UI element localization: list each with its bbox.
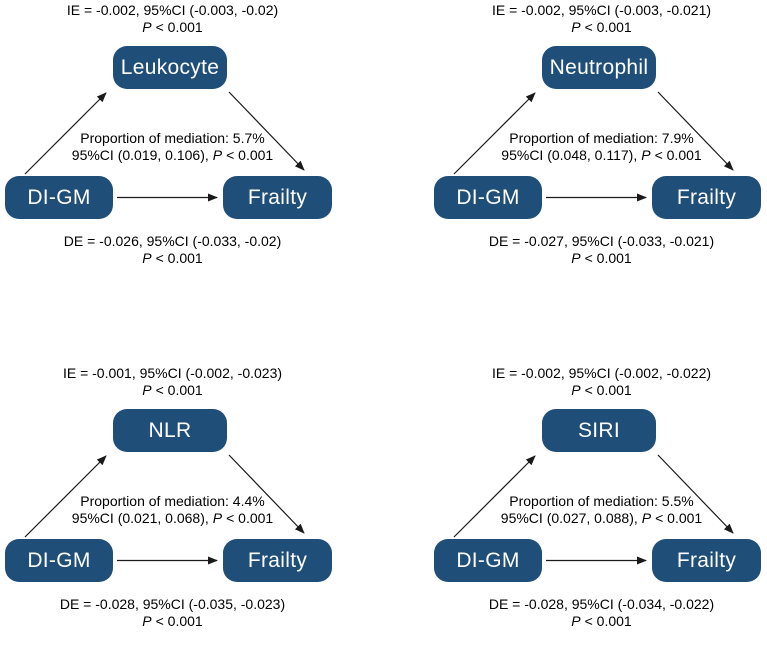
mediator-node: Leukocyte (113, 46, 227, 89)
direct-effect-label: DE = -0.028, 95%CI (-0.035, -0.023) P< 0… (5, 596, 340, 630)
ie-estimate-text: IE = -0.002, 95%CI (-0.003, -0.02) (66, 2, 279, 18)
mediator-node: NLR (113, 409, 227, 452)
mediation-figure: { "labels": { "p_symbol": "P" }, "colors… (0, 0, 767, 629)
p-symbol: P (142, 19, 152, 35)
p-symbol: P (142, 613, 152, 629)
outcome-label: Frailty (676, 548, 737, 572)
proportion-of-mediation-label: Proportion of mediation: 4.4% 95%CI (0.0… (5, 493, 340, 527)
de-p-value: < 0.001 (155, 613, 203, 629)
proportion-text: Proportion of mediation: 4.4% (80, 493, 265, 509)
p-symbol: P (142, 250, 152, 266)
indirect-effect-label: IE = -0.002, 95%CI (-0.003, -0.021) P< 0… (434, 2, 767, 36)
indirect-effect-label: IE = -0.002, 95%CI (-0.003, -0.02) P< 0.… (5, 2, 340, 36)
proportion-ci-text: 95%CI (0.019, 0.106), (71, 147, 209, 163)
de-p-value: < 0.001 (584, 250, 632, 266)
arrow-mediator-to-outcome (657, 91, 734, 171)
proportion-p-value: < 0.001 (655, 510, 703, 526)
direct-effect-label: DE = -0.028, 95%CI (-0.034, -0.022) P< 0… (434, 596, 767, 630)
path-diagram: IE = -0.002, 95%CI (-0.003, -0.02) P< 0.… (5, 0, 340, 285)
outcome-node: Frailty (223, 176, 332, 219)
p-symbol: P (571, 250, 581, 266)
mediation-panel-siri: IE = -0.002, 95%CI (-0.002, -0.022) P< 0… (384, 363, 767, 653)
arrow-exposure-to-mediator (453, 92, 536, 175)
mediator-label: Neutrophil (549, 55, 649, 79)
exposure-label: DI-GM (27, 548, 91, 572)
ie-p-value: < 0.001 (584, 19, 632, 35)
path-arrows (24, 91, 305, 202)
arrow-mediator-to-outcome (228, 454, 305, 534)
proportion-text: Proportion of mediation: 7.9% (509, 130, 694, 146)
mediation-panel-leukocyte: IE = -0.002, 95%CI (-0.003, -0.02) P< 0.… (0, 0, 383, 290)
path-arrows (453, 454, 734, 565)
exposure-node: DI-GM (434, 176, 542, 219)
path-arrows (24, 454, 305, 565)
arrow-exposure-to-mediator (24, 92, 107, 175)
proportion-of-mediation-label: Proportion of mediation: 7.9% 95%CI (0.0… (434, 130, 767, 164)
path-diagram: IE = -0.002, 95%CI (-0.002, -0.022) P< 0… (434, 363, 767, 648)
p-symbol: P (212, 147, 223, 163)
de-estimate-text: DE = -0.028, 95%CI (-0.035, -0.023) (59, 596, 286, 612)
p-symbol: P (212, 510, 223, 526)
indirect-effect-label: IE = -0.002, 95%CI (-0.002, -0.022) P< 0… (434, 365, 767, 399)
outcome-label: Frailty (676, 185, 737, 209)
exposure-label: DI-GM (456, 548, 520, 572)
mediator-node: SIRI (542, 409, 656, 452)
p-symbol: P (641, 510, 652, 526)
exposure-label: DI-GM (456, 185, 520, 209)
exposure-label: DI-GM (27, 185, 91, 209)
path-diagram: IE = -0.001, 95%CI (-0.002, -0.023) P< 0… (5, 363, 340, 648)
proportion-text: Proportion of mediation: 5.7% (80, 130, 265, 146)
proportion-of-mediation-label: Proportion of mediation: 5.7% 95%CI (0.0… (5, 130, 340, 164)
indirect-effect-label: IE = -0.001, 95%CI (-0.002, -0.023) P< 0… (5, 365, 340, 399)
outcome-node: Frailty (652, 176, 761, 219)
proportion-text: Proportion of mediation: 5.5% (509, 493, 694, 509)
proportion-ci-text: 95%CI (0.027, 0.088), (500, 510, 638, 526)
de-estimate-text: DE = -0.027, 95%CI (-0.033, -0.021) (488, 233, 715, 249)
mediator-node: Neutrophil (542, 46, 656, 89)
p-symbol: P (571, 382, 581, 398)
mediator-label: Leukocyte (120, 55, 220, 79)
outcome-node: Frailty (652, 539, 761, 582)
de-p-value: < 0.001 (584, 613, 632, 629)
mediator-label: SIRI (577, 418, 621, 442)
path-arrows (453, 91, 734, 202)
proportion-p-value: < 0.001 (654, 147, 702, 163)
ie-estimate-text: IE = -0.002, 95%CI (-0.003, -0.021) (491, 2, 712, 18)
ie-p-value: < 0.001 (155, 382, 203, 398)
ie-estimate-text: IE = -0.002, 95%CI (-0.002, -0.022) (491, 365, 712, 381)
arrow-mediator-to-outcome (657, 454, 734, 534)
exposure-node: DI-GM (5, 176, 113, 219)
direct-effect-label: DE = -0.026, 95%CI (-0.033, -0.02) P< 0.… (5, 233, 340, 267)
direct-effect-label: DE = -0.027, 95%CI (-0.033, -0.021) P< 0… (434, 233, 767, 267)
outcome-label: Frailty (247, 185, 308, 209)
arrow-mediator-to-outcome (228, 91, 305, 171)
outcome-node: Frailty (223, 539, 332, 582)
ie-estimate-text: IE = -0.001, 95%CI (-0.002, -0.023) (62, 365, 283, 381)
outcome-label: Frailty (247, 548, 308, 572)
proportion-p-value: < 0.001 (226, 147, 274, 163)
de-estimate-text: DE = -0.026, 95%CI (-0.033, -0.02) (63, 233, 282, 249)
exposure-node: DI-GM (434, 539, 542, 582)
mediator-label: NLR (148, 418, 192, 442)
mediation-panel-nlr: IE = -0.001, 95%CI (-0.002, -0.023) P< 0… (0, 363, 383, 653)
ie-p-value: < 0.001 (155, 19, 203, 35)
p-symbol: P (641, 147, 651, 163)
de-estimate-text: DE = -0.028, 95%CI (-0.034, -0.022) (488, 596, 715, 612)
proportion-p-value: < 0.001 (226, 510, 274, 526)
path-diagram: IE = -0.002, 95%CI (-0.003, -0.021) P< 0… (434, 0, 767, 285)
proportion-ci-text: 95%CI (0.021, 0.068), (71, 510, 209, 526)
ie-p-value: < 0.001 (584, 382, 632, 398)
mediation-panel-neutrophil: IE = -0.002, 95%CI (-0.003, -0.021) P< 0… (384, 0, 767, 290)
p-symbol: P (571, 613, 581, 629)
p-symbol: P (571, 19, 581, 35)
p-symbol: P (142, 382, 152, 398)
arrow-exposure-to-mediator (24, 455, 107, 538)
proportion-ci-text: 95%CI (0.048, 0.117), (501, 147, 638, 163)
arrow-exposure-to-mediator (453, 455, 536, 538)
exposure-node: DI-GM (5, 539, 113, 582)
proportion-of-mediation-label: Proportion of mediation: 5.5% 95%CI (0.0… (434, 493, 767, 527)
de-p-value: < 0.001 (155, 250, 203, 266)
